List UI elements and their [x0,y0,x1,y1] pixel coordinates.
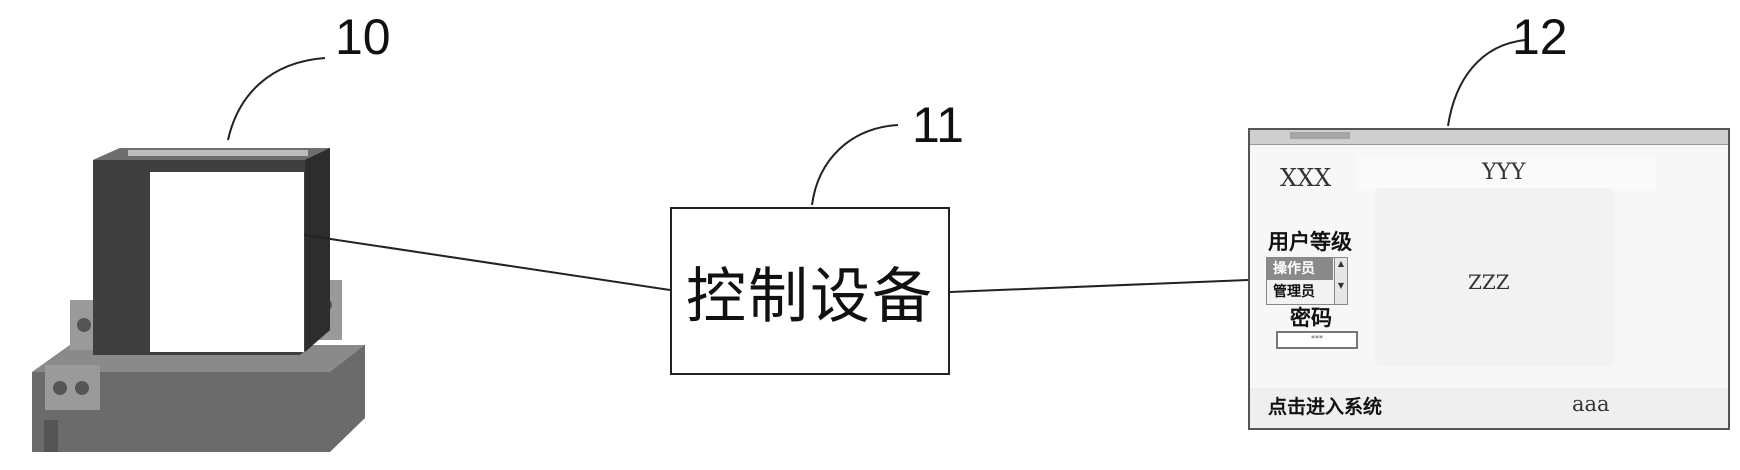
housing-cap [128,150,308,156]
signal-converter-device [32,148,365,452]
bottom-bar [1250,388,1728,428]
password-label: 密码 [1290,306,1332,330]
control-device-box: 控制设备 [670,207,950,375]
window-titlebar [1250,130,1728,145]
role-option-operator[interactable]: 操作员 [1267,258,1333,280]
control-device-label: 控制设备 [686,261,934,332]
leader-10 [227,57,326,141]
content-panel-text: ZZZ [1468,270,1510,294]
user-level-label: 用户等级 [1268,230,1352,254]
ref-label-device: 10 [335,9,391,65]
enter-system-button[interactable]: 点击进入系统 [1268,396,1383,418]
listbox-scrollbar[interactable]: ▲▼ [1334,258,1347,304]
link-controller-screen [949,279,1249,293]
role-option-admin[interactable]: 管理员 [1273,284,1315,300]
xxx-field-label: XXX [1280,164,1332,192]
login-screen-window: XXX YYY ZZZ 用户等级 操作员 管理员 ▲▼ 密码 *** 点击进入系… [1248,128,1730,430]
ref-label-controller: 11 [912,97,964,153]
yyy-field-label: YYY [1482,160,1526,185]
link-device-controller [303,234,671,291]
footer-text: aaa [1572,392,1610,416]
leader-12 [1447,39,1526,127]
ref-label-screen: 12 [1512,9,1568,65]
content-panel [1375,188,1615,366]
front-label-panel [150,172,304,352]
yyy-field-box [1356,156,1656,190]
leader-11 [811,124,899,206]
user-level-listbox[interactable]: 操作员 管理员 ▲▼ [1266,257,1348,305]
rail-clip [44,420,58,452]
window-title-blur [1290,132,1350,139]
housing-side [305,148,330,352]
password-input[interactable]: *** [1276,331,1358,349]
